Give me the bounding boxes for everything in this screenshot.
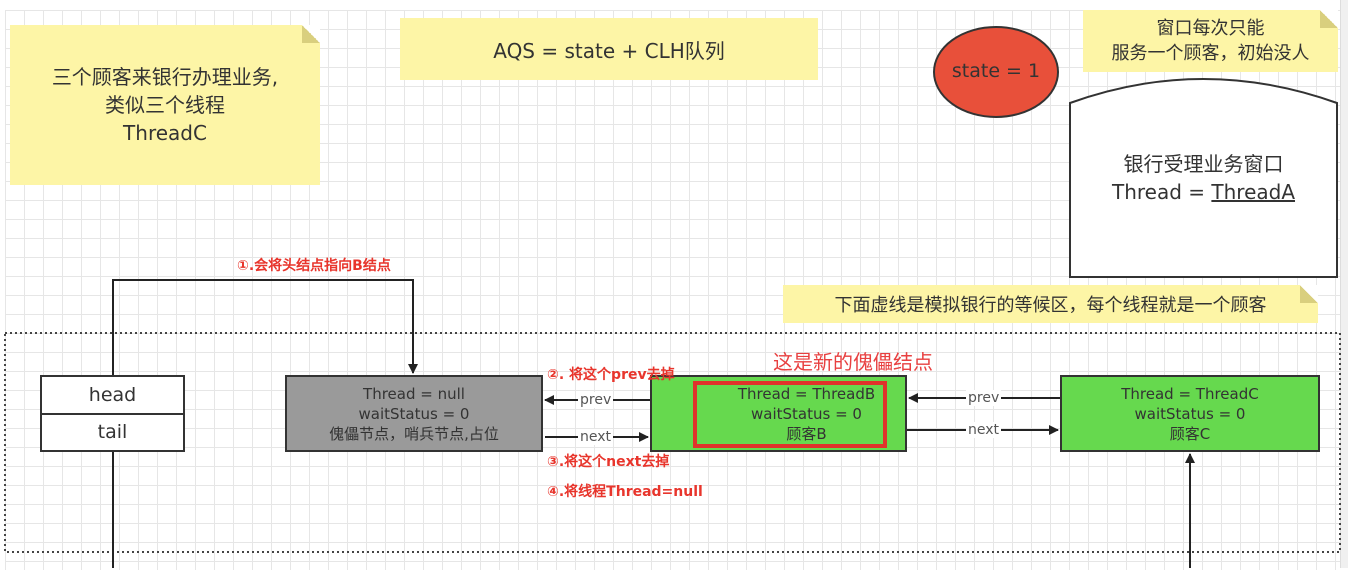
prev-label: prev — [578, 392, 614, 408]
note-text: 下面虚线是模拟银行的等候区，每个线程就是一个顾客 — [834, 295, 1267, 316]
scrollbar[interactable] — [1340, 0, 1348, 568]
node-line: waitStatus = 0 — [751, 404, 862, 423]
state-label: state = 1 — [951, 60, 1041, 82]
note-fold-icon — [302, 25, 320, 43]
note-line: 三个顾客来银行办理业务, — [51, 65, 279, 89]
note-customers: 三个顾客来银行办理业务, 类似三个线程 ThreadC — [10, 25, 320, 185]
step-1: ①.会将头结点指向B结点 — [237, 258, 391, 274]
node-line: waitStatus = 0 — [1134, 404, 1246, 423]
sentinel-node: Thread = null waitStatus = 0 傀儡节点，哨兵节点,占… — [285, 375, 543, 452]
step-2: ②. 将这个prev去掉 — [547, 367, 675, 383]
next-label: next — [578, 429, 614, 445]
step-4: ④.将线程Thread=null — [547, 484, 703, 500]
node-c: Thread = ThreadC waitStatus = 0 顾客C — [1060, 375, 1320, 452]
waiting-area-border — [4, 332, 1341, 553]
window-text: 银行受理业务窗口 Thread = ThreadA — [1070, 150, 1337, 206]
head-tail-box: head tail — [40, 375, 185, 452]
node-line: Thread = ThreadB — [737, 384, 876, 403]
note-line: ThreadC — [123, 121, 207, 145]
prev-label: prev — [966, 390, 1002, 406]
node-b: Thread = ThreadB waitStatus = 0 顾客B — [650, 375, 907, 452]
new-dummy-highlight — [693, 381, 887, 448]
node-line: Thread = ThreadC — [1121, 384, 1259, 403]
note-fold-icon — [1300, 285, 1318, 303]
node-line: Thread = null — [363, 384, 465, 403]
window-thread-prefix: Thread = — [1111, 180, 1212, 204]
node-line: 顾客B — [786, 424, 827, 443]
head-field: head — [42, 377, 183, 415]
window-title: 银行受理业务窗口 — [1123, 152, 1284, 176]
step-3: ③.将这个next去掉 — [547, 454, 670, 470]
node-line: 傀儡节点，哨兵节点,占位 — [329, 424, 499, 443]
note-line: 窗口每次只能 — [1156, 18, 1265, 39]
new-dummy-label: 这是新的傀儡结点 — [773, 350, 933, 374]
note-line: 类似三个线程 — [105, 93, 225, 117]
note-waiting-area: 下面虚线是模拟银行的等候区，每个线程就是一个顾客 — [783, 285, 1318, 323]
note-text: AQS = state + CLH队列 — [493, 38, 725, 63]
node-line: waitStatus = 0 — [358, 404, 470, 423]
note-fold-icon — [1320, 10, 1338, 28]
tail-field: tail — [97, 421, 128, 444]
state-ellipse — [933, 26, 1059, 118]
note-line: 服务一个顾客，初始没人 — [1111, 43, 1310, 64]
window-thread-value: ThreadA — [1211, 180, 1296, 204]
note-window-rule: 窗口每次只能 服务一个顾客，初始没人 — [1083, 10, 1338, 72]
node-line: 顾客C — [1169, 424, 1211, 443]
window-shape — [1069, 78, 1338, 278]
next-label: next — [966, 422, 1002, 438]
note-aqs: AQS = state + CLH队列 — [400, 18, 818, 80]
